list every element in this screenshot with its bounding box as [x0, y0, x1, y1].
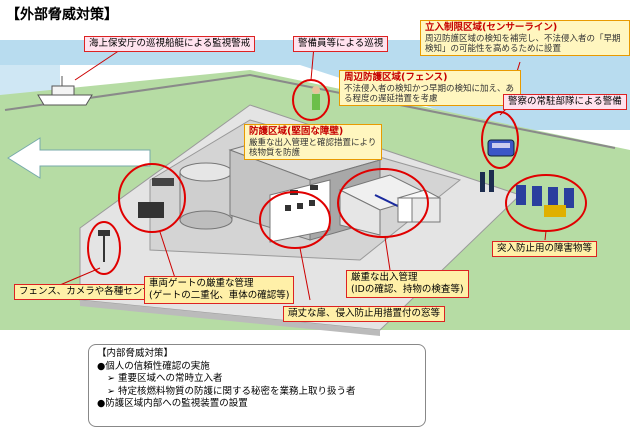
highlight-vehicle-gate — [118, 163, 186, 233]
leader-barrier — [544, 230, 547, 241]
perimeter-zone-text: 不法侵入者の検知かつ早期の検知に加え、ある程度の遅延措置を考慮 — [344, 84, 515, 104]
security-guard — [312, 86, 320, 110]
camera-pole — [98, 230, 110, 262]
inner-threat-item: ➢ 特定核燃料物質の防護に関する秘密を業務上取り扱う者 — [107, 385, 356, 397]
vehicle-gate — [138, 178, 174, 218]
barrier-blocks — [516, 185, 574, 217]
patrol-ship — [37, 76, 93, 106]
plate-edge — [80, 300, 380, 336]
leader-coast — [74, 49, 121, 81]
leader-gate — [159, 231, 176, 279]
inner-threat-box: 【内部脅威対策】 ●個人の信頼性確認の実施 ➢ 重要区域への常時立入者 ➢ 特定… — [88, 344, 426, 427]
highlight-entry — [337, 168, 429, 238]
police-van — [487, 139, 515, 157]
page-title: 【外部脅威対策】 — [6, 7, 118, 23]
leader-sensors — [59, 267, 101, 286]
label-sturdy-door: 頑丈な扉、侵入防止用措置付の窓等 — [283, 306, 446, 322]
protected-zone-text: 厳重な出入管理と確認措置により核物質を防護 — [249, 138, 377, 158]
label-police: 警察の常駐部隊による警備 — [503, 94, 627, 110]
label-barrier: 突入防止用の障害物等 — [492, 241, 598, 257]
restricted-zone-text: 周辺防護区域の検知を補完し、不法侵入者の「早期検知」の可能性を高めるために設置 — [425, 34, 621, 54]
highlight-building — [259, 191, 331, 249]
restricted-zone-title: 立入制限区域(センサーライン) — [425, 22, 558, 33]
gate-house — [396, 189, 442, 223]
road-arrow — [7, 137, 151, 179]
highlight-camera — [87, 221, 121, 275]
label-vehicle-gate: 車両ゲートの厳重な管理 (ゲートの二重化、車体の確認等) — [144, 276, 295, 304]
label-perimeter-zone: 周辺防護区域(フェンス) 不法侵入者の検知かつ早期の検知に加え、ある程度の遅延措… — [339, 70, 521, 106]
label-entry-control: 厳重な出入管理 (IDの確認、持物の検査等) — [346, 270, 469, 298]
label-protected-zone: 防護区域(堅固な障壁) 厳重な出入管理と確認措置により核物質を防護 — [244, 124, 382, 160]
inner-threat-item: ➢ 重要区域への常時立入者 — [107, 373, 223, 384]
highlight-police — [481, 111, 519, 169]
leader-entry — [384, 236, 391, 271]
label-coast-guard: 海上保安庁の巡視船艇による監視警戒 — [84, 36, 256, 52]
label-restricted-zone: 立入制限区域(センサーライン) 周辺防護区域の検知を補完し、不法侵入者の「早期検… — [420, 20, 630, 56]
label-guards: 警備員等による巡視 — [293, 36, 389, 52]
inner-threat-item: ●防護区域内部への監視装置の設置 — [97, 398, 248, 409]
office-building — [269, 174, 432, 243]
storage-tank — [179, 162, 233, 230]
sea-area — [0, 40, 630, 130]
protected-zone-title: 防護区域(堅固な障壁) — [249, 126, 344, 137]
leader-door — [299, 247, 311, 301]
inner-threat-item: ●個人の信頼性確認の実施 — [97, 360, 210, 372]
perimeter-zone-title: 周辺防護区域(フェンス) — [344, 72, 448, 83]
police-officers — [480, 170, 494, 192]
inner-threat-heading: 【内部脅威対策】 — [97, 348, 174, 359]
